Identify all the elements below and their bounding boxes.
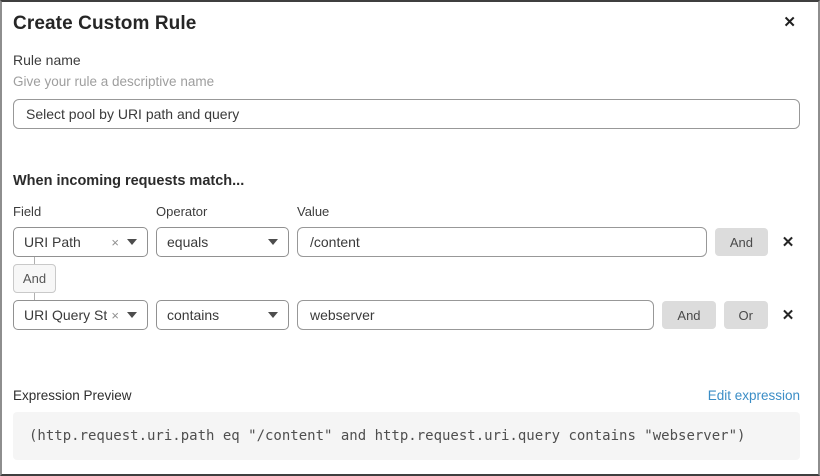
- operator-column-header: Operator: [156, 204, 208, 219]
- close-icon[interactable]: ✕: [779, 12, 800, 34]
- match-section-heading: When incoming requests match...: [13, 173, 245, 189]
- condition-row: URI Query St... × contains And Or ✕: [13, 300, 800, 330]
- remove-condition-icon[interactable]: ✕: [776, 233, 800, 251]
- field-select[interactable]: URI Path ×: [13, 227, 148, 257]
- chevron-down-icon: [268, 239, 278, 245]
- add-and-condition-button[interactable]: And: [714, 228, 768, 256]
- chevron-down-icon: [127, 239, 137, 245]
- dialog-header: Create Custom Rule ✕: [13, 12, 800, 36]
- clear-selection-icon[interactable]: ×: [111, 234, 119, 250]
- rule-name-input[interactable]: [13, 99, 800, 129]
- rule-name-label: Rule name: [13, 52, 81, 68]
- field-select[interactable]: URI Query St... ×: [13, 300, 148, 330]
- clear-selection-icon[interactable]: ×: [111, 307, 119, 323]
- connector-line: [34, 257, 35, 264]
- field-select-value: URI Path: [24, 234, 81, 250]
- add-or-condition-button[interactable]: Or: [723, 301, 768, 329]
- chevron-down-icon: [127, 312, 137, 318]
- condition-group-connector: And: [13, 257, 800, 300]
- operator-select[interactable]: contains: [156, 300, 289, 330]
- operator-select-value: contains: [167, 307, 220, 323]
- chevron-down-icon: [268, 312, 278, 318]
- edit-expression-link[interactable]: Edit expression: [707, 388, 800, 403]
- field-column-header: Field: [13, 204, 42, 219]
- condition-column-headers: Field Operator Value: [13, 204, 800, 219]
- rule-name-hint: Give your rule a descriptive name: [13, 74, 215, 89]
- add-and-condition-button[interactable]: And: [662, 301, 716, 329]
- operator-select-value: equals: [167, 234, 209, 250]
- value-input[interactable]: [297, 227, 707, 257]
- value-input[interactable]: [297, 300, 655, 330]
- expression-preview-label: Expression Preview: [13, 388, 132, 403]
- remove-condition-icon[interactable]: ✕: [776, 306, 800, 324]
- page-title: Create Custom Rule: [13, 13, 197, 34]
- and-connector-chip: And: [13, 264, 56, 293]
- expression-preview-box: (http.request.uri.path eq "/content" and…: [13, 412, 800, 460]
- expression-code: (http.request.uri.path eq "/content" and…: [29, 428, 746, 444]
- connector-line: [34, 293, 35, 300]
- operator-select[interactable]: equals: [156, 227, 289, 257]
- condition-row: URI Path × equals And ✕: [13, 227, 800, 257]
- field-select-value: URI Query St...: [24, 307, 108, 323]
- expression-preview-header: Expression Preview Edit expression: [13, 387, 800, 404]
- value-column-header: Value: [297, 204, 330, 219]
